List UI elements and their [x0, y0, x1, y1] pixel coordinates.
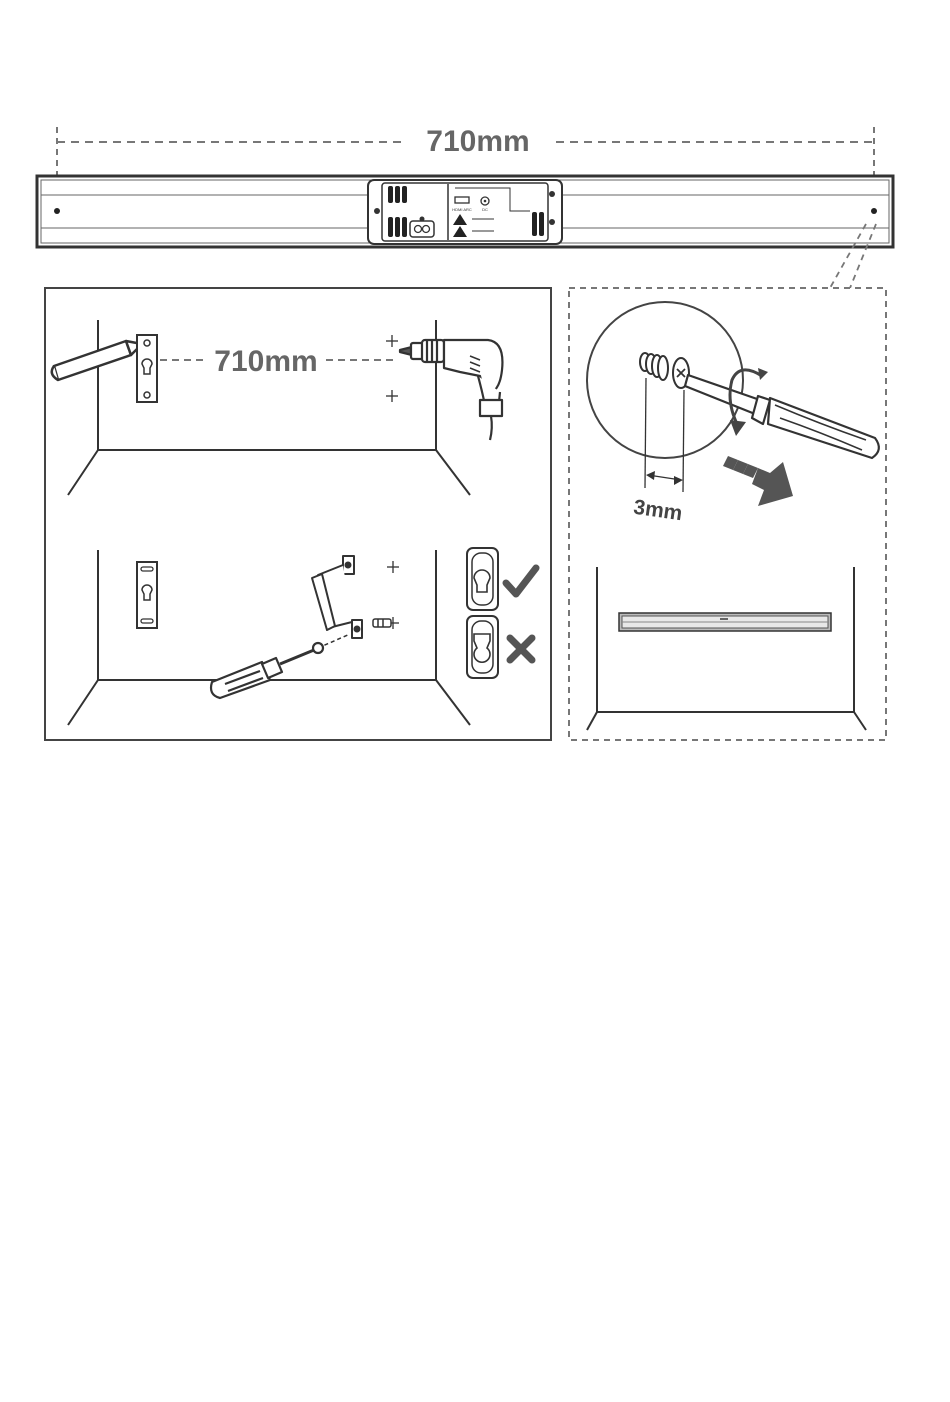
rear-connector-panel: HDMI ARC DC — [368, 180, 562, 244]
mounting-template-step2 — [137, 562, 157, 628]
soundbar: HDMI ARC DC — [37, 176, 893, 247]
panel-screw-right-top — [549, 191, 555, 197]
wall-anchor-icon — [373, 619, 391, 627]
hdmi-port-label: HDMI ARC — [452, 207, 472, 212]
incorrect-keyhole-example — [467, 616, 498, 678]
panel-screw-right-bottom — [549, 219, 555, 225]
dc-port-label: DC — [482, 207, 488, 212]
panel-screw-left — [374, 208, 380, 214]
wall-spacing-label: 710mm — [214, 345, 317, 378]
left-mount-hole — [54, 208, 60, 214]
soundbar-width-label: 710mm — [426, 125, 529, 158]
mounted-soundbar — [619, 613, 831, 631]
correct-keyhole-example — [467, 548, 498, 610]
mounting-template-step1 — [137, 335, 157, 402]
right-mount-hole — [871, 208, 877, 214]
